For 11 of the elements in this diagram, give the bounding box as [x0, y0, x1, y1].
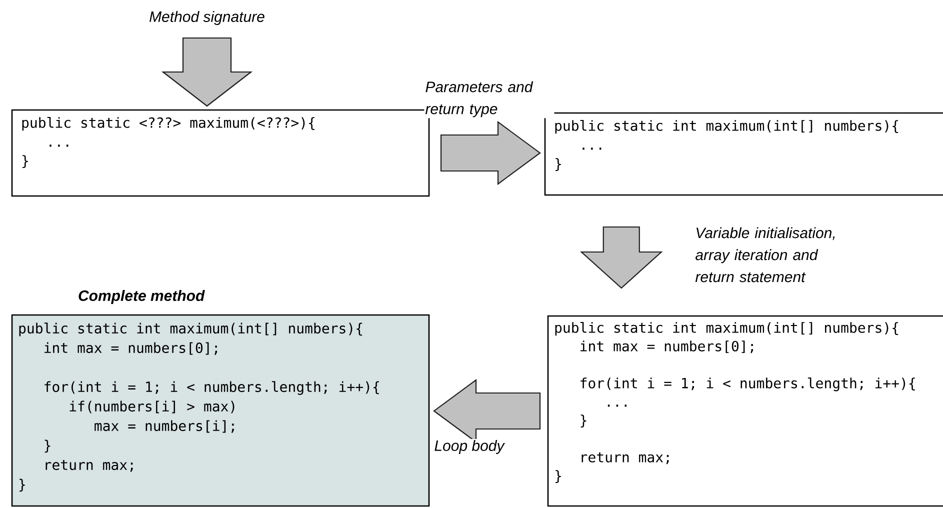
edge-label: Variable initialisation, array iteration and return statement	[694, 226, 848, 284]
edge-label: Method signature	[148, 10, 266, 26]
block-arrow	[161, 37, 253, 107]
block-arrow	[580, 226, 663, 289]
code-box: Complete method public static int maximum(int[] numbers){ int max = numbers[0]; for(int i = 1; i < numbers.length; i++){ if(numbers[i] > max) max = numbers[i]; } return max; }	[11, 290, 430, 507]
block-arrow	[440, 120, 541, 186]
edge-label: Parameters and return type	[424, 80, 554, 118]
edge-label: Loop body	[433, 439, 506, 455]
node-label: Complete method	[78, 290, 205, 304]
code-box: public static int maximum(int[] numbers){ int max = numbers[0]; for(int i = 1; i < numbers.length; i++){ ... } return max; }	[547, 315, 943, 507]
code-box: public static int maximum(int[] numbers){ ... }	[544, 112, 943, 196]
